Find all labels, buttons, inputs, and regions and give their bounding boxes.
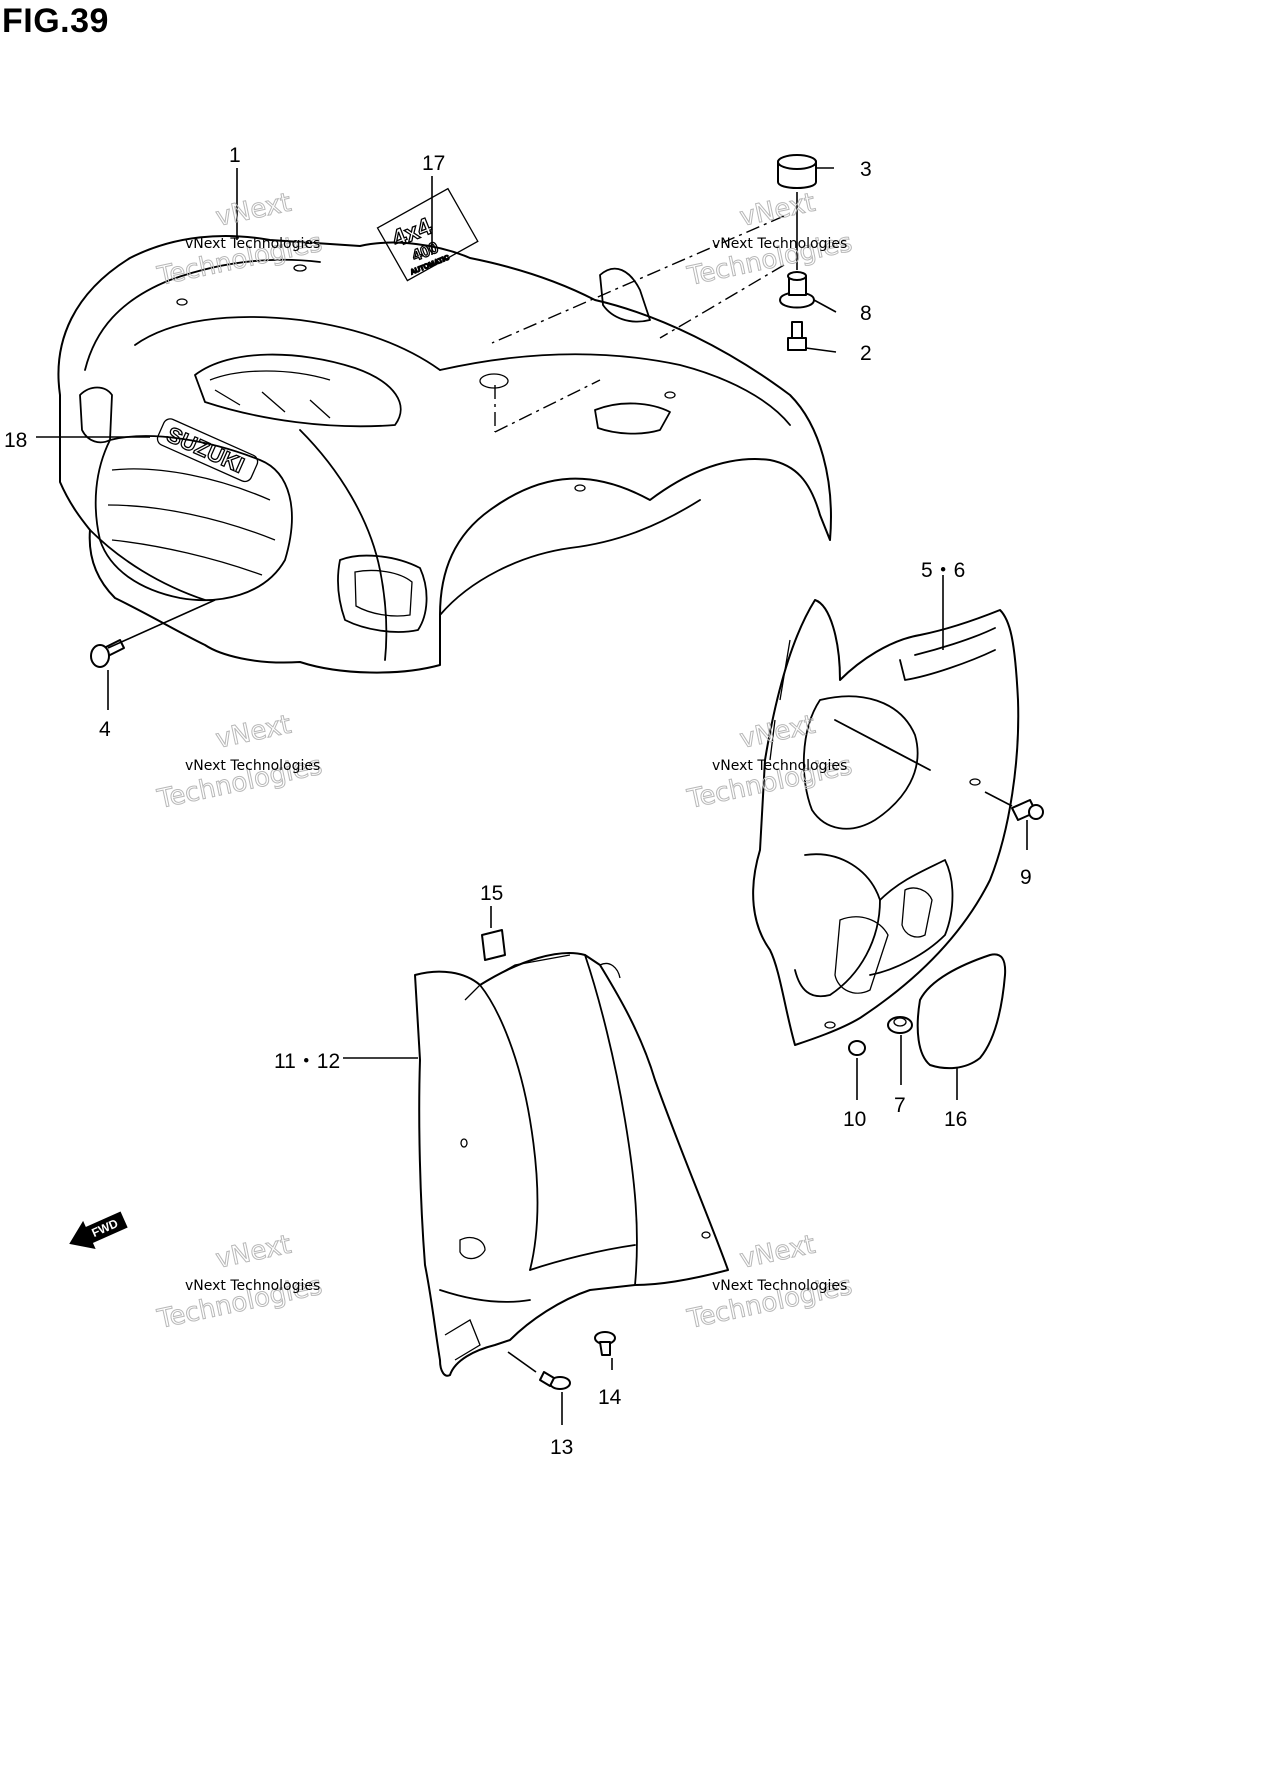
- watermark-small: vNext Technologies: [712, 1278, 847, 1294]
- figure-title: FIG.39: [2, 2, 109, 40]
- watermark-small: vNext Technologies: [185, 1278, 320, 1294]
- grommet-7-part: [887, 1016, 913, 1034]
- left-inner-panel-part: [414, 952, 729, 1377]
- screw-9-part: [1011, 799, 1044, 821]
- watermark-big-vnext: vNext: [213, 1230, 294, 1275]
- callout-5-6: 5・6: [921, 559, 965, 582]
- callout-17: 17: [422, 152, 445, 175]
- leader-lines: [36, 167, 1028, 1425]
- cushion-3-part: [777, 154, 817, 189]
- watermark-small: vNext Technologies: [185, 758, 320, 774]
- callout-labels: 1 17 3 8 2 18 4 5・6 9 10 7 16 15 11・12 1…: [4, 144, 1032, 1459]
- callout-18: 18: [4, 429, 27, 452]
- callout-13: 13: [550, 1436, 573, 1459]
- watermark-mid-left: vNext Technologies vNext Technologies: [154, 709, 326, 815]
- watermark-big-vnext: vNext: [213, 188, 294, 233]
- callout-16: 16: [944, 1108, 967, 1131]
- nut-15-part: [481, 929, 506, 961]
- watermark-big-vnext: vNext: [737, 1230, 818, 1275]
- rivet-13-part: [539, 1371, 571, 1390]
- watermark-small: vNext Technologies: [185, 236, 320, 252]
- bolt-2-part: [787, 321, 807, 351]
- screw-4-part: [90, 639, 125, 668]
- washer-10-part: [848, 1040, 866, 1056]
- callout-7: 7: [894, 1094, 906, 1117]
- callout-8: 8: [860, 302, 872, 325]
- callout-3: 3: [860, 158, 872, 181]
- callout-11-12: 11・12: [274, 1050, 340, 1073]
- callout-10: 10: [843, 1108, 866, 1131]
- callout-15: 15: [480, 882, 503, 905]
- cover-16-part: [916, 953, 1007, 1070]
- rivet-14-part: [594, 1331, 616, 1356]
- callout-2: 2: [860, 342, 872, 365]
- watermark-big-vnext: vNext: [737, 188, 818, 233]
- watermark-top-right: vNext Technologies vNext Technologies: [684, 187, 856, 292]
- watermark-small: vNext Technologies: [712, 758, 847, 774]
- right-inner-panel-part: [752, 599, 1020, 1046]
- front-fender-part: SUZUKI 4x4 400 AUTOMATIC: [57, 187, 832, 674]
- callout-14: 14: [598, 1386, 622, 1409]
- forward-arrow-icon: FWD: [69, 1211, 128, 1250]
- watermark-big-vnext: vNext: [213, 710, 294, 755]
- callout-1: 1: [229, 144, 241, 167]
- grommet-8-part: [779, 271, 815, 309]
- callout-4: 4: [99, 718, 111, 741]
- watermark-bottom-left: vNext Technologies vNext Technologies: [154, 1229, 326, 1335]
- watermark-small: vNext Technologies: [712, 236, 847, 252]
- callout-9: 9: [1020, 866, 1032, 889]
